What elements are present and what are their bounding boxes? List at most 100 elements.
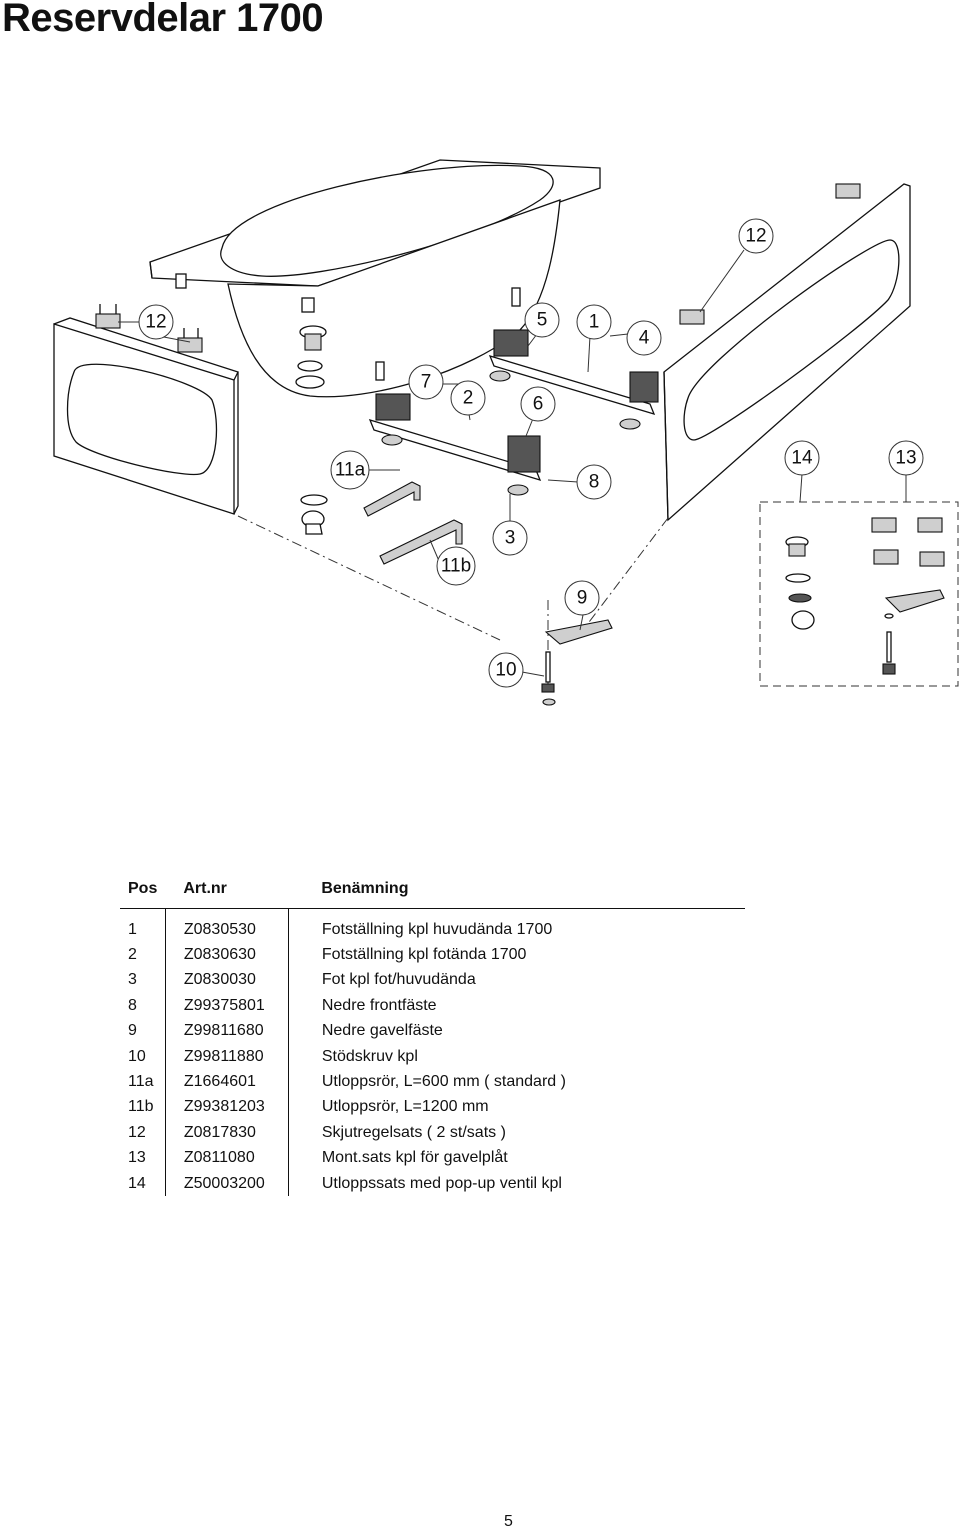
table-row: 1 Z0830530 Fotställning kpl huvudända 17… [120,917,745,943]
callout-11a: 11a [330,450,370,490]
table-row: 10 Z99811880 Stödskruv kpl [120,1043,745,1070]
mounting-kit-13 [871,517,945,675]
parts-table: Pos Art.nr Benämning 1 Z0830530 Fotställ… [120,876,745,1197]
svg-text:2: 2 [463,388,474,409]
callout-6: 6 [520,386,556,422]
header-artnr: Art.nr [165,876,289,909]
cell-pos: 3 [128,971,137,989]
callout-14: 14 [784,440,820,476]
cell-name: Stödskruv kpl [287,1043,745,1070]
left-clip-12b [177,328,203,353]
cell-artnr: Z99375801 [164,993,289,1019]
table-row: 8 Z99375801 Nedre frontfäste [120,993,745,1019]
svg-text:6: 6 [533,394,544,415]
cell-name: Fotställning kpl fotända 1700 [287,942,745,968]
cell-name: Fot kpl fot/huvudända [287,967,745,994]
foot-frame-front [368,393,542,496]
front-panel [663,183,911,522]
front-clip-1 [679,309,705,325]
callout-5: 5 [524,302,560,338]
foot-frame-rear [488,329,659,430]
callout-12-right: 12 [738,218,774,254]
page-number: 5 [504,1513,513,1530]
cell-artnr: Z99811880 [164,1043,289,1070]
cell-name: Fotställning kpl huvudända 1700 [287,917,745,943]
cell-pos: 1 [128,920,137,938]
svg-text:7: 7 [421,372,432,393]
table-row: 13 Z0811080 Mont.sats kpl för gavelplåt [120,1145,745,1171]
svg-text:11b: 11b [441,556,471,577]
svg-text:14: 14 [791,448,813,469]
cell-name: Nedre gavelfäste [287,1018,745,1044]
front-clip-2 [835,183,861,199]
cell-pos: 10 [128,1047,146,1065]
svg-text:11a: 11a [335,460,366,481]
callout-2: 2 [450,380,486,416]
table-row: 12 Z0817830 Skjutregelsats ( 2 st/sats ) [120,1120,745,1146]
svg-text:3: 3 [505,528,516,549]
table-row: 3 Z0830030 Fot kpl fot/huvudända [120,967,745,994]
cell-pos: 8 [128,996,137,1014]
callout-4: 4 [626,320,662,356]
callout-9: 9 [564,580,600,616]
cell-pos: 14 [128,1174,146,1192]
svg-text:1: 1 [589,312,600,333]
cell-artnr: Z50003200 [164,1170,289,1197]
cell-pos: 11a [128,1073,154,1091]
svg-text:12: 12 [745,226,766,247]
cell-artnr: Z99381203 [164,1094,289,1121]
table-row: 11a Z1664601 Utloppsrör, L=600 mm ( stan… [120,1069,745,1095]
exploded-diagram: 12 12 5 1 4 7 2 6 11a 8 14 13 [53,159,959,706]
lower-end-bracket [544,619,613,645]
svg-text:13: 13 [895,448,916,469]
cell-artnr: Z0830530 [164,917,289,943]
header-pos: Pos [120,876,166,909]
svg-text:9: 9 [577,588,588,609]
left-clip-12a [95,304,121,329]
cell-artnr: Z0817830 [164,1120,289,1146]
cell-artnr: Z99811680 [164,1018,289,1044]
svg-text:10: 10 [495,660,516,681]
cell-artnr: Z1664601 [164,1069,289,1095]
cell-pos: 9 [128,1022,137,1040]
support-screw [541,651,556,706]
drain-parts-left [300,494,328,535]
cell-artnr: Z0830030 [164,967,289,994]
table-row: 14 Z50003200 Utloppssats med pop-up vent… [120,1170,745,1197]
left-end-panel [53,304,239,515]
table-row: 11b Z99381203 Utloppsrör, L=1200 mm [120,1094,745,1121]
header-name: Benämning [288,876,745,909]
callout-12-left: 12 [138,304,174,340]
bathtub-illustration [149,159,601,398]
pipe-11b [379,519,463,565]
callout-11b: 11b [436,546,476,586]
cell-name: Utloppssats med pop-up ventil kpl [287,1170,745,1197]
callout-7: 7 [408,364,444,400]
drain-kit-14 [785,536,815,630]
cell-name: Utloppsrör, L=1200 mm [287,1094,745,1121]
callout-3: 3 [492,520,528,556]
cell-pos: 13 [128,1149,146,1167]
cell-name: Skjutregelsats ( 2 st/sats ) [287,1120,745,1146]
callout-13: 13 [888,440,924,476]
cell-pos: 2 [128,946,137,964]
callout-8: 8 [576,464,612,500]
cell-name: Utloppsrör, L=600 mm ( standard ) [287,1069,745,1095]
cell-artnr: Z0811080 [164,1145,289,1171]
cell-name: Mont.sats kpl för gavelplåt [287,1145,745,1171]
cell-artnr: Z0830630 [164,942,289,968]
cell-name: Nedre frontfäste [287,993,745,1019]
table-row: 9 Z99811680 Nedre gavelfäste [120,1018,745,1044]
accessory-kits-box [759,501,959,687]
cell-pos: 12 [128,1123,146,1141]
callout-10: 10 [488,652,524,688]
callout-1: 1 [576,304,612,340]
table-row: 2 Z0830630 Fotställning kpl fotända 1700 [120,942,745,968]
page-title: Reservdelar 1700 [2,0,324,40]
table-header-row: Pos Art.nr Benämning [120,876,745,909]
svg-text:12: 12 [145,312,166,333]
svg-text:8: 8 [589,472,600,493]
svg-text:4: 4 [639,328,650,349]
pipe-11a [363,481,421,517]
svg-text:5: 5 [537,310,548,331]
